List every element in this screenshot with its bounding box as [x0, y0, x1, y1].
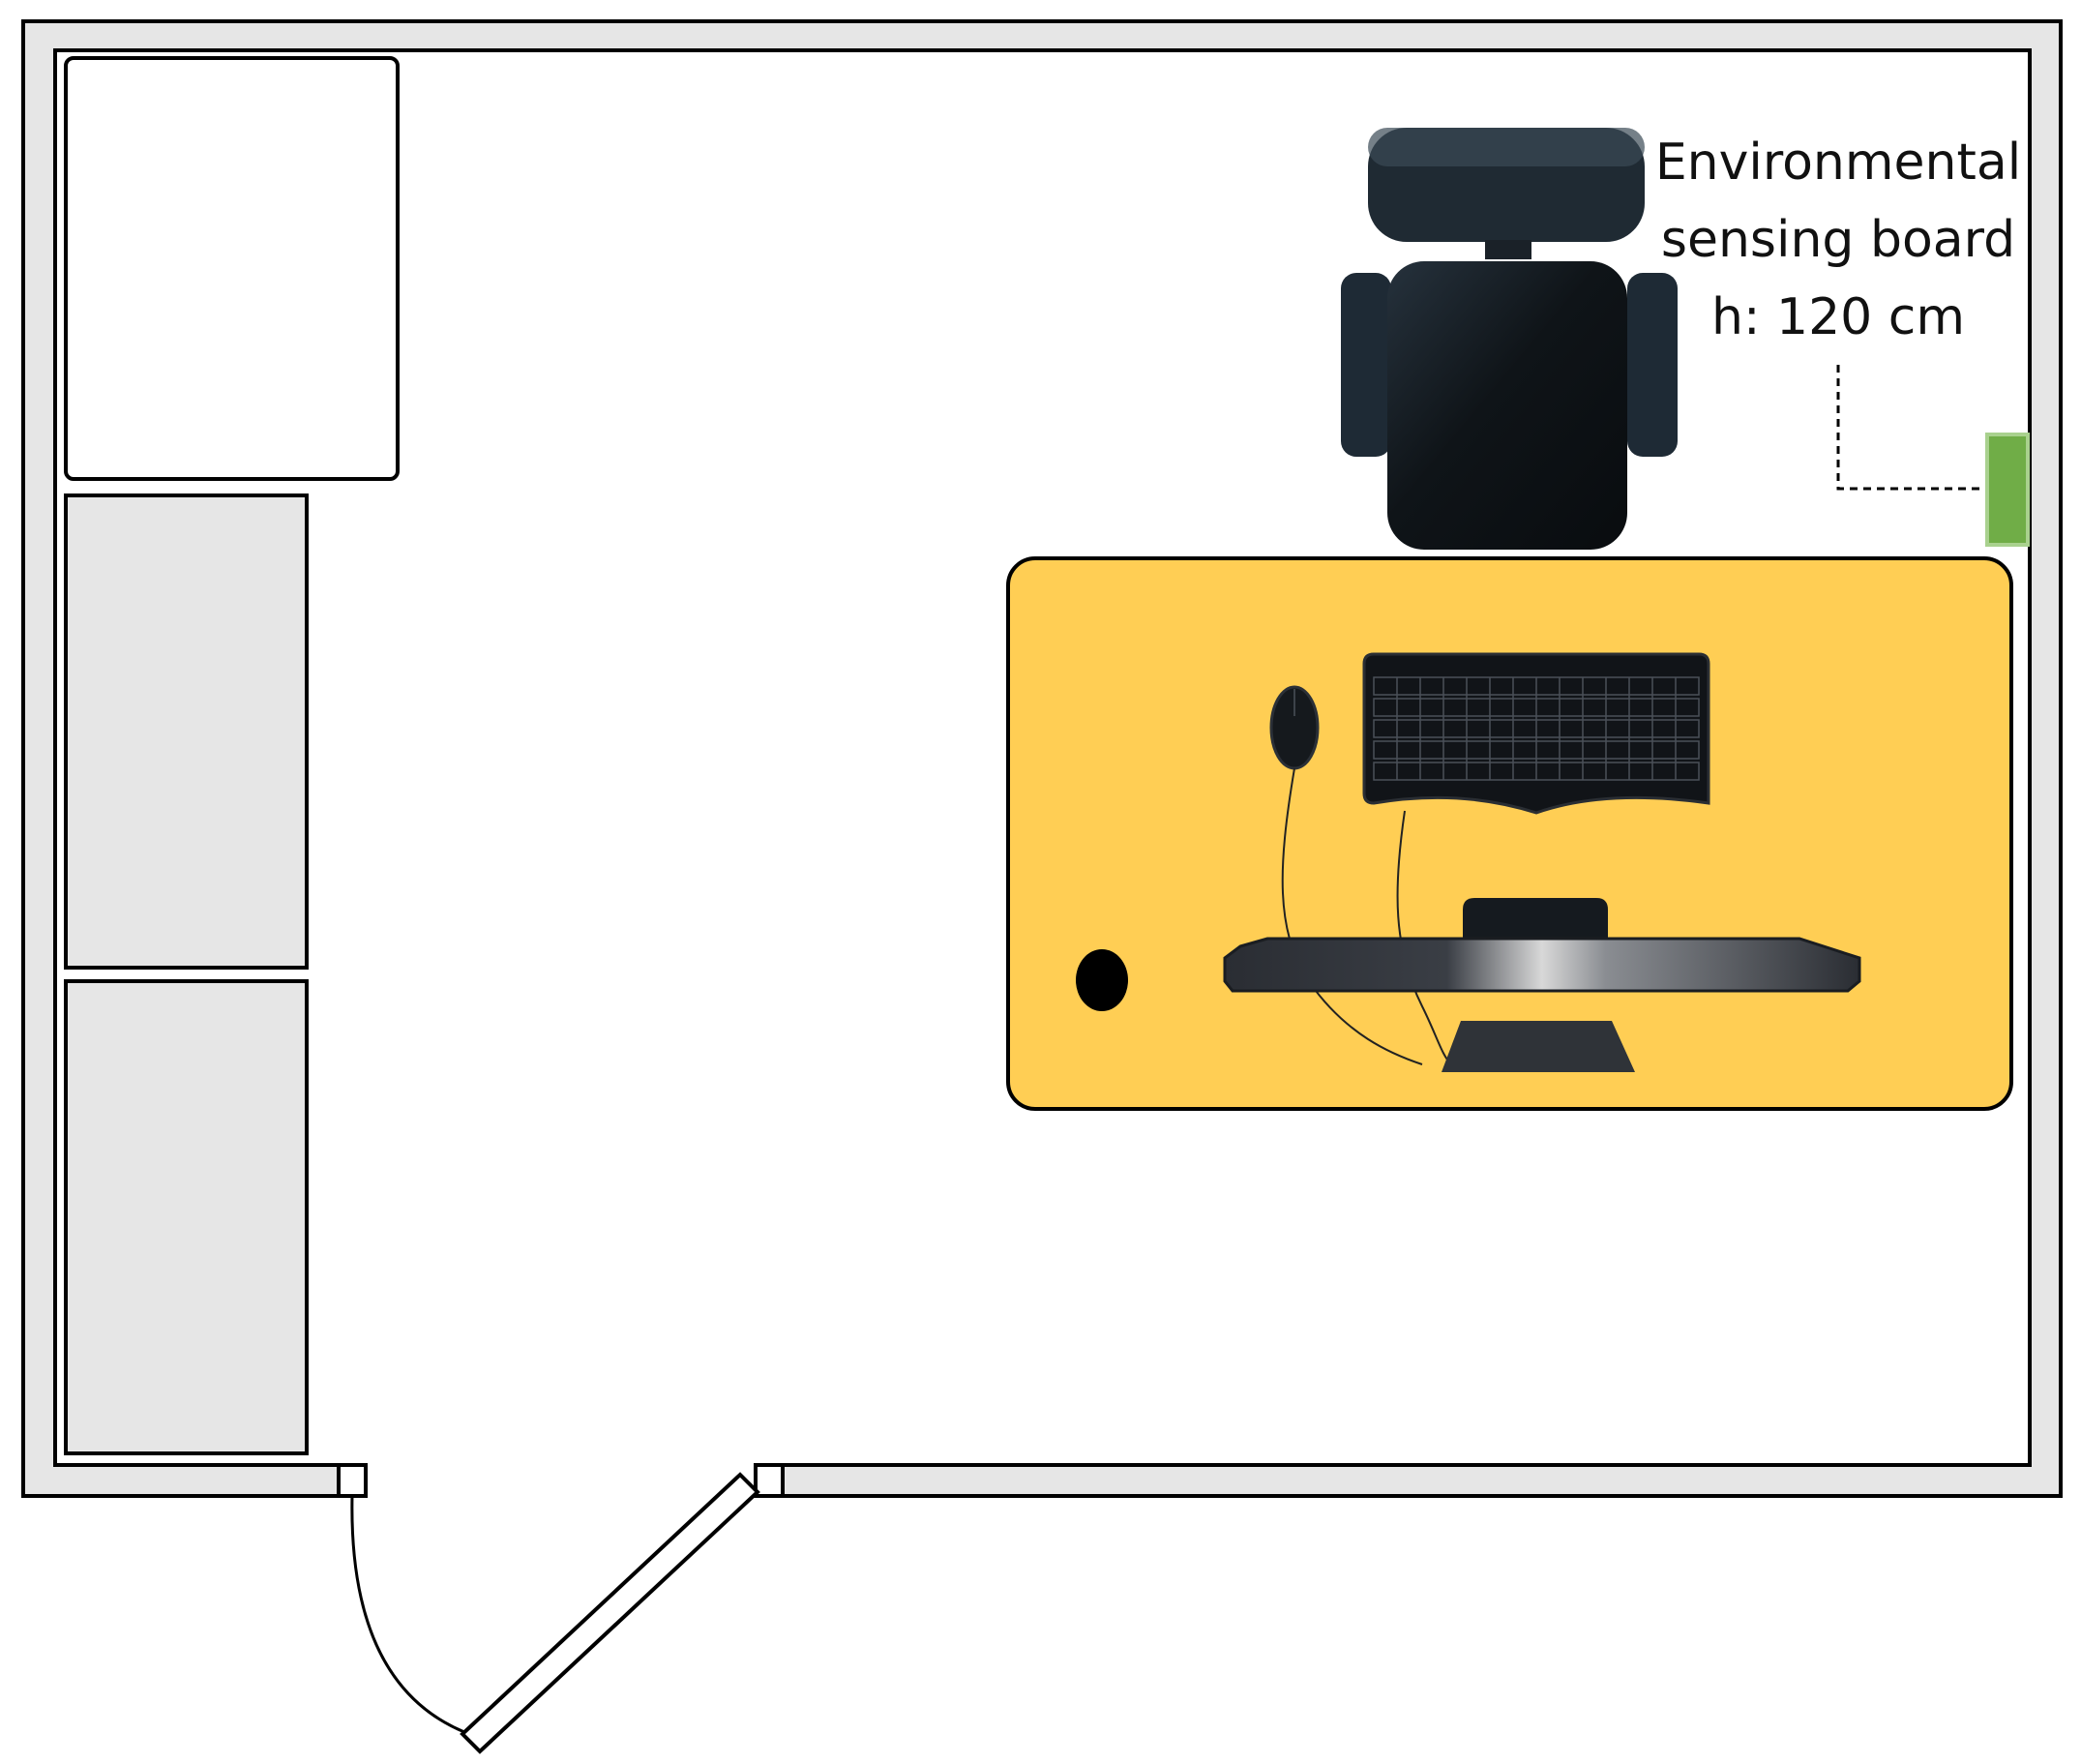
storage-cabinets	[64, 56, 400, 1455]
chair-armrest-left	[1341, 273, 1391, 457]
cable-grommet	[1076, 949, 1128, 1011]
monitor-stand-base	[1442, 1021, 1635, 1072]
sensor-label-line-1: Environmental	[1654, 134, 2022, 192]
sensor-leader-line	[1836, 365, 1985, 491]
monitor	[1223, 898, 1861, 1072]
monitor-screen	[1223, 937, 1861, 993]
keyboard	[1362, 652, 1710, 815]
sensor-label: Environmental sensing board h: 120 cm	[1635, 124, 2041, 356]
door	[350, 1472, 760, 1754]
door-jamb-right	[754, 1463, 785, 1498]
cabinet-top	[64, 56, 400, 481]
door-swing-arc	[350, 1495, 465, 1734]
environmental-sensing-board	[1985, 433, 2030, 547]
door-opening	[352, 1456, 767, 1499]
office-chair	[1341, 128, 1678, 550]
chair-seat	[1387, 261, 1627, 550]
cabinet-bottom	[64, 979, 309, 1455]
mouse	[1269, 685, 1320, 770]
sensor-label-line-2: sensing board	[1660, 211, 2016, 269]
cabinet-middle	[64, 493, 309, 970]
door-leaf	[460, 1472, 760, 1754]
chair-armrest-right	[1627, 273, 1678, 457]
monitor-stand-neck	[1463, 898, 1608, 943]
chair-neck	[1485, 240, 1531, 259]
sensor-label-line-3: h: 120 cm	[1710, 288, 1966, 346]
door-jamb-left	[337, 1463, 368, 1498]
